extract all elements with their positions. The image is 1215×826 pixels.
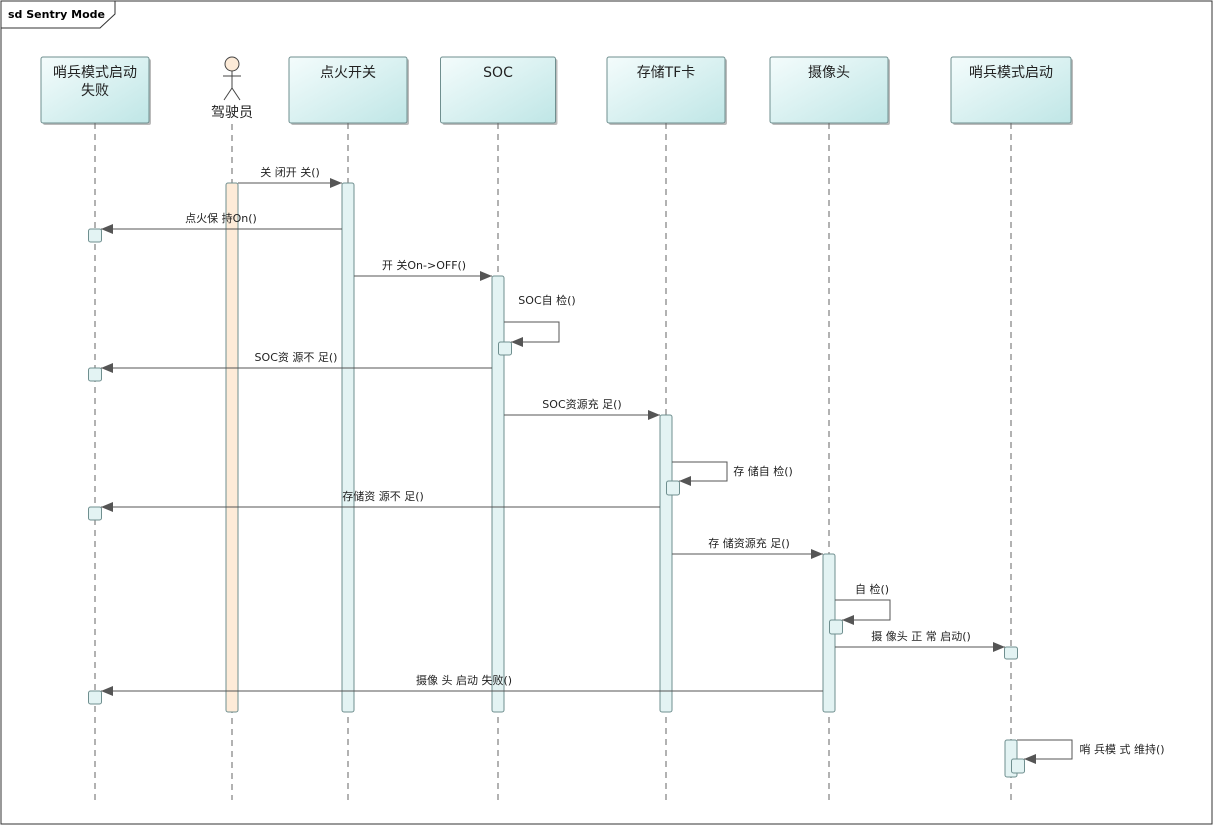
message-label: 存 储资源充 足(): [708, 536, 790, 550]
lifeline-label: 哨兵模式启动: [53, 65, 137, 81]
message-label: 点火保 持On(): [185, 211, 257, 225]
activation-bar: [88, 228, 102, 243]
message-label: 自 检(): [855, 582, 889, 596]
activation-bar: [88, 506, 102, 521]
message-label: 哨 兵模 式 维持(): [1079, 742, 1164, 756]
message-11: 摄 像头 正 常 启动(): [835, 629, 1005, 652]
lifeline-label: SOC: [483, 65, 513, 81]
message-label: 摄 像头 正 常 启动(): [871, 629, 971, 643]
message-label: SOC自 检(): [518, 293, 575, 307]
activation-bar: [829, 619, 843, 635]
message-3: 开 关On->OFF(): [354, 258, 492, 281]
message-2: 点火保 持On(): [101, 211, 342, 234]
actor-icon: [223, 56, 241, 101]
lifeline-label: 失败: [81, 83, 109, 99]
lifeline-label: 驾驶员: [211, 105, 253, 121]
message-label: SOC资 源不 足(): [255, 350, 338, 364]
self-message-arrow: [1017, 739, 1073, 764]
message-4: SOC自 检(): [504, 293, 576, 347]
message-label: 摄像 头 启动 失败(): [416, 673, 512, 687]
message-label: 存储资 源不 足(): [342, 489, 424, 503]
activation-bar: [341, 182, 355, 713]
message-7: 存 储自 检(): [672, 461, 793, 486]
activation-bar: [491, 275, 505, 713]
message-12: 摄像 头 启动 失败(): [101, 673, 823, 696]
self-message-arrow: [835, 599, 891, 625]
message-label: 开 关On->OFF(): [382, 258, 466, 272]
message-8: 存储资 源不 足(): [101, 489, 660, 512]
self-message-arrow: [672, 461, 728, 486]
lifeline-ignition: 点火开关: [288, 56, 409, 800]
message-5: SOC资 源不 足(): [101, 350, 492, 373]
activation-bar: [225, 182, 239, 713]
activation-bar: [88, 367, 102, 382]
self-message-arrow: [504, 321, 560, 347]
message-label: 存 储自 检(): [733, 464, 793, 478]
message-6: SOC资源充 足(): [504, 397, 660, 420]
lifeline-soc: SOC: [440, 56, 558, 800]
lifeline-label: 存储TF卡: [637, 65, 696, 81]
message-1: 关 闭开 关(): [238, 165, 342, 188]
lifeline-start: 哨兵模式启动: [950, 56, 1073, 800]
message-10: 自 检(): [835, 582, 891, 625]
activation-bar: [498, 341, 512, 356]
activation-bar: [666, 480, 680, 496]
lifeline-label: 哨兵模式启动: [969, 65, 1053, 81]
activation-bar: [88, 690, 102, 705]
message-13: 哨 兵模 式 维持(): [1017, 739, 1165, 764]
message-label: SOC资源充 足(): [542, 397, 621, 411]
activation-bar: [1004, 646, 1018, 660]
frame-tab: [1, 1, 116, 29]
activation-bar: [1011, 758, 1025, 774]
diagram-title: sd Sentry Mode: [8, 8, 105, 21]
lifeline-label: 摄像头: [808, 65, 850, 81]
activation-bar: [659, 414, 673, 713]
message-label: 关 闭开 关(): [260, 165, 320, 179]
message-9: 存 储资源充 足(): [672, 536, 823, 559]
lifeline-label: 点火开关: [320, 65, 376, 81]
